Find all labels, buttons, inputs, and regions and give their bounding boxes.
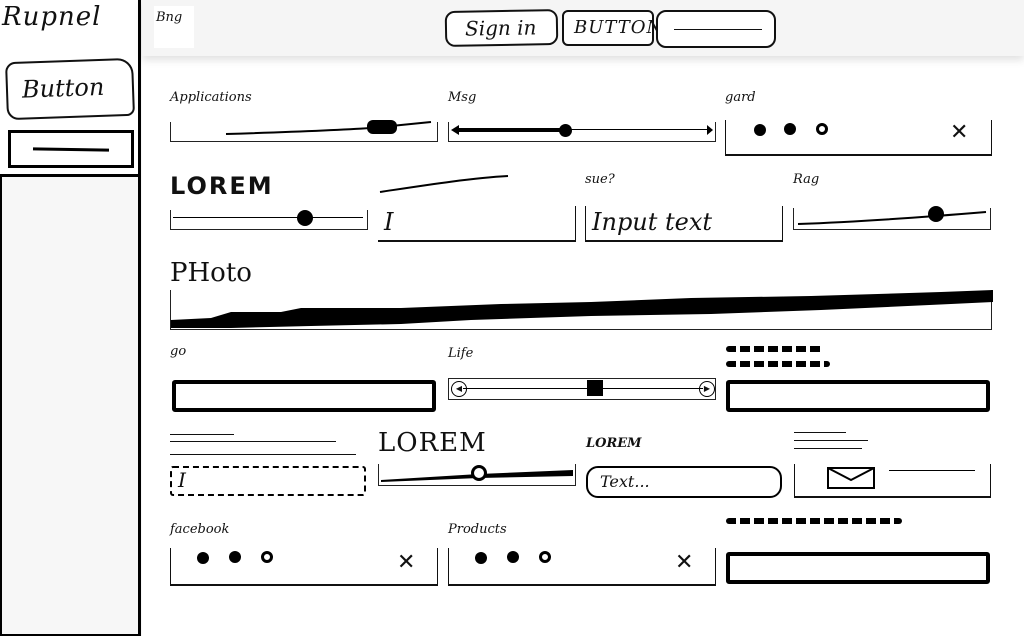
pager-a-label: facebook xyxy=(170,522,230,537)
top-search-input[interactable] xyxy=(656,10,776,48)
rewind-icon[interactable]: ◀ xyxy=(451,381,467,397)
pager-dot-2[interactable] xyxy=(784,123,796,135)
sidebar-bottom-border xyxy=(0,634,140,636)
slider-c-thumb[interactable] xyxy=(297,210,313,226)
media-track xyxy=(463,388,703,389)
mail-line-b xyxy=(794,440,868,441)
text-line-c xyxy=(170,454,356,455)
slider-d-track xyxy=(797,211,987,225)
input-text-field[interactable]: Input text xyxy=(585,206,783,242)
slider-d-thumb[interactable] xyxy=(928,206,944,222)
photo-strip[interactable] xyxy=(170,290,993,330)
photo-strip-graphic xyxy=(171,290,993,328)
slider-b-thumb[interactable] xyxy=(559,124,572,137)
top-button[interactable]: BUTTON xyxy=(562,10,662,46)
slider-a-track xyxy=(225,121,432,135)
input-value: Input text xyxy=(592,208,713,236)
wavy-heading-c xyxy=(726,518,902,524)
slider-c[interactable] xyxy=(170,210,368,230)
text-input-value: Text... xyxy=(600,472,650,491)
pager-dot-1[interactable] xyxy=(197,552,209,564)
wavy-heading-a xyxy=(726,346,824,352)
sign-in-button[interactable]: Sign in xyxy=(444,9,559,47)
dashed-input[interactable]: I xyxy=(170,466,366,496)
arrow-icon xyxy=(451,125,713,135)
sign-in-label: Sign in xyxy=(464,15,537,41)
slider-e-thumb[interactable] xyxy=(471,465,487,481)
sidebar-button[interactable]: Button xyxy=(5,57,135,121)
sidebar-title: Rupnel xyxy=(2,2,102,32)
top-button-label: BUTTON xyxy=(574,17,664,38)
sidebar-button-label: Button xyxy=(21,72,105,104)
slider-b[interactable] xyxy=(448,122,716,142)
pager-row-3: ✕ xyxy=(448,548,716,586)
close-icon[interactable]: ✕ xyxy=(950,120,969,145)
slider-a-label: Applications xyxy=(170,90,252,105)
text-cursor-icon: I xyxy=(384,208,394,236)
fast-forward-icon[interactable]: ▶ xyxy=(699,381,715,397)
pager-row-2: ✕ xyxy=(170,548,438,586)
slider-b-track xyxy=(567,129,707,130)
pager-label: gard xyxy=(725,90,756,105)
media-thumb[interactable] xyxy=(587,380,603,396)
pager-dot-1[interactable] xyxy=(754,124,766,136)
pager-dot-2[interactable] xyxy=(507,551,519,563)
sidebar: Rupnel Button xyxy=(0,0,142,636)
sidebar-left-border xyxy=(0,174,2,636)
slider-c-track xyxy=(173,217,363,218)
wavy-input[interactable] xyxy=(726,380,990,412)
slider-a-thumb[interactable] xyxy=(367,120,397,134)
email-field[interactable] xyxy=(794,464,991,498)
pager-dot-3[interactable] xyxy=(816,123,828,135)
text-cursor-icon: I xyxy=(178,468,186,492)
go-input[interactable] xyxy=(172,380,436,412)
slider-e[interactable] xyxy=(378,464,576,486)
wavy-heading-b xyxy=(726,361,830,367)
lorem-label: LOREM xyxy=(586,436,642,451)
pager-dot-1[interactable] xyxy=(475,552,487,564)
text-field[interactable]: I xyxy=(378,206,576,242)
text-field-top-line xyxy=(379,175,509,193)
logo: Bng xyxy=(154,6,194,48)
go-label: go xyxy=(170,344,187,359)
pager-dot-3[interactable] xyxy=(261,551,273,563)
sidebar-border xyxy=(138,0,141,636)
pager-dot-2[interactable] xyxy=(229,551,241,563)
top-bar: Bng Sign in BUTTON xyxy=(142,0,1024,56)
slider-a[interactable] xyxy=(170,120,438,142)
text-input-rounded[interactable]: Text... xyxy=(586,466,782,498)
media-player[interactable]: ◀ ▶ xyxy=(448,378,716,400)
slider-b-label: Msg xyxy=(448,90,477,105)
logo-text: Bng xyxy=(156,10,183,25)
text-line-a xyxy=(170,434,234,435)
slider-b-fill xyxy=(455,128,567,132)
envelope-icon xyxy=(827,467,875,489)
slider-d-label: Rag xyxy=(793,172,820,187)
heading-lorem: LOREM xyxy=(170,172,274,200)
bottom-input[interactable] xyxy=(726,552,990,584)
slider-d[interactable] xyxy=(793,206,991,230)
photo-label: PHoto xyxy=(170,258,252,288)
media-label: Life xyxy=(448,346,474,361)
sidebar-input[interactable] xyxy=(8,130,134,168)
email-field-line xyxy=(889,470,975,471)
pager-row-1: ✕ xyxy=(725,120,992,156)
pager-dot-3[interactable] xyxy=(539,551,551,563)
close-icon[interactable]: ✕ xyxy=(397,550,416,575)
heading-lorem-2: LOREM xyxy=(378,428,487,458)
text-line-b xyxy=(170,441,336,442)
mail-line-c xyxy=(794,448,862,449)
mail-line-a xyxy=(794,432,846,433)
input-label: sue? xyxy=(585,172,615,187)
pager-b-label: Products xyxy=(448,522,507,537)
close-icon[interactable]: ✕ xyxy=(675,550,694,575)
